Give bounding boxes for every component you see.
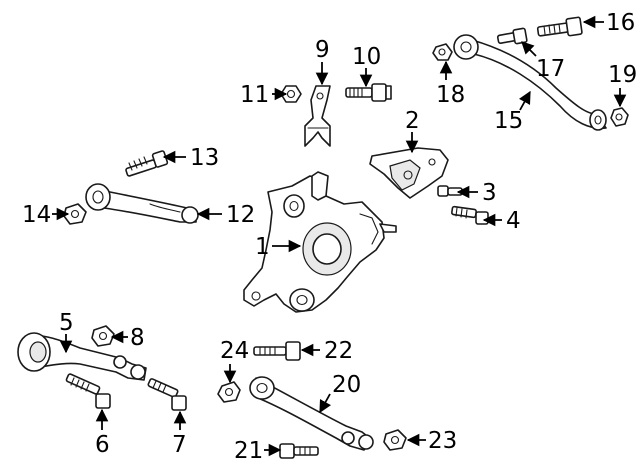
callout-20: 20	[332, 372, 361, 398]
callout-21: 21	[234, 438, 263, 464]
part-arm-20	[249, 376, 374, 451]
part-arm-15	[453, 34, 607, 131]
part-bolt-16	[536, 16, 583, 37]
callout-6: 6	[95, 432, 110, 458]
part-mount-2	[369, 147, 449, 199]
leader-15	[518, 90, 531, 111]
callout-24: 24	[220, 338, 249, 364]
leader-17	[521, 41, 537, 57]
part-bolt-6	[65, 373, 111, 409]
callout-7: 7	[172, 432, 187, 458]
part-bolt-4	[451, 205, 489, 225]
callout-16: 16	[606, 10, 635, 36]
part-bolt-10	[345, 83, 392, 102]
callout-14: 14	[22, 202, 51, 228]
part-bolt-3	[437, 185, 463, 197]
callout-4: 4	[506, 208, 521, 234]
callout-17: 17	[536, 56, 565, 82]
callout-19: 19	[608, 62, 637, 88]
callout-13: 13	[190, 145, 219, 171]
part-nut-23	[383, 429, 407, 451]
part-bolt-13	[125, 150, 169, 177]
leader-arrows	[52, 15, 627, 457]
callout-15: 15	[494, 108, 523, 134]
callout-3: 3	[482, 180, 497, 206]
part-arm-12	[85, 183, 199, 224]
callout-22: 22	[324, 338, 353, 364]
callout-9: 9	[315, 37, 330, 63]
callout-18: 18	[436, 82, 465, 108]
part-bolt-21	[279, 443, 319, 459]
part-bolt-7	[147, 378, 187, 411]
part-nut-24	[217, 381, 241, 403]
callout-10: 10	[352, 44, 381, 70]
callout-11: 11	[240, 82, 269, 108]
callout-2: 2	[405, 108, 420, 134]
callout-labels: 1 2 3 4 5 6 7 8 9 10 11 12 13 14 15 16 1…	[22, 10, 637, 464]
part-bolt-17	[496, 27, 528, 45]
part-knuckle-1	[243, 171, 397, 313]
part-arm-5	[17, 332, 147, 381]
callout-1: 1	[255, 234, 270, 260]
part-nut-18	[432, 43, 453, 61]
callout-5: 5	[59, 310, 74, 336]
part-nut-8	[91, 325, 115, 347]
leader-20	[319, 393, 332, 414]
part-nut-19	[610, 107, 629, 127]
callout-23: 23	[428, 428, 457, 454]
part-bolt-22	[253, 341, 301, 361]
part-bracket-9	[304, 85, 331, 147]
callout-8: 8	[130, 325, 145, 351]
callout-12: 12	[226, 202, 255, 228]
